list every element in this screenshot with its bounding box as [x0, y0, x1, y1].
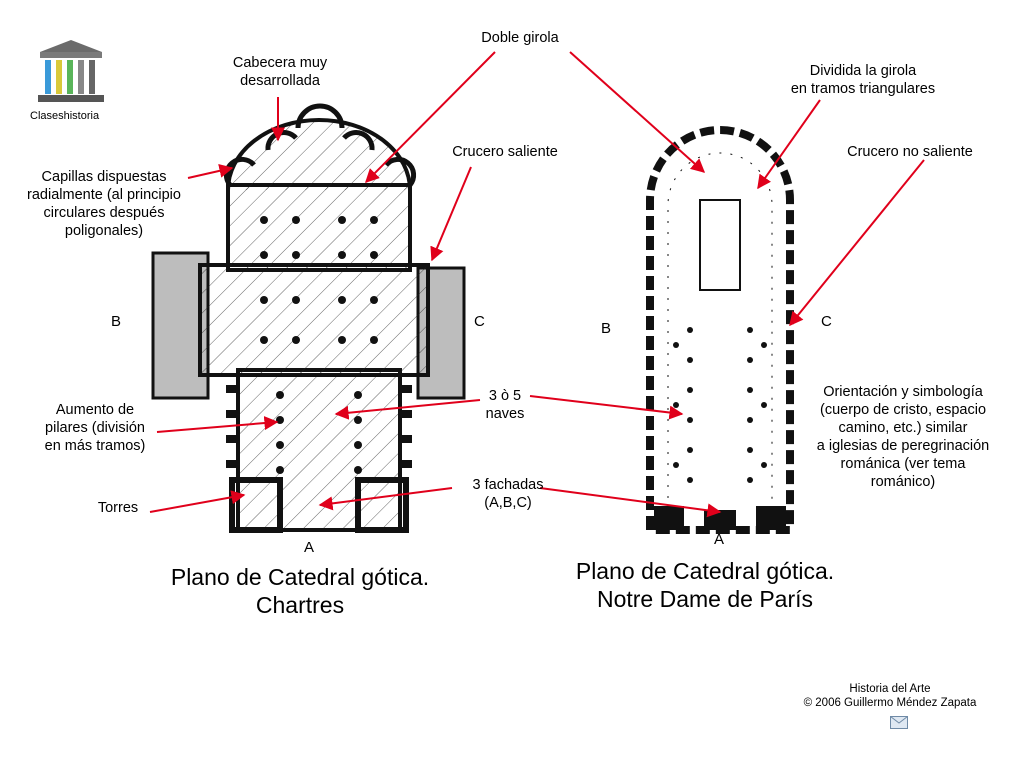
notre-dame-piers	[673, 327, 767, 483]
arrow-fachadas-chartres	[318, 487, 453, 511]
arrow-crucero-no-saliente	[789, 159, 925, 327]
arrow-fachadas-notre-dame	[539, 487, 722, 518]
notre-dame-outer-ambulatory	[667, 152, 773, 520]
arrow-torres	[149, 490, 246, 513]
arrow-dividida	[757, 99, 821, 190]
logo-text: Claseshistoria	[30, 110, 100, 122]
chartres-buttresses	[226, 385, 412, 468]
label-orientacion: Orientación y simbología(cuerpo de crist…	[816, 384, 990, 490]
greek-temple-icon	[38, 40, 104, 102]
chartres-letter-c: C	[474, 313, 485, 330]
label-torres: Torres	[97, 500, 139, 516]
envelope-icon[interactable]	[890, 716, 908, 729]
chartres-plan	[151, 103, 466, 533]
chartres-letter-a: A	[304, 539, 315, 556]
arrow-aumento	[156, 416, 279, 433]
label-fachadas: 3 fachadas(A,B,C)	[472, 477, 544, 511]
notre-dame-plan	[646, 126, 794, 534]
chartres-tower-right	[355, 477, 409, 533]
label-crucero-saliente: Crucero saliente	[452, 144, 558, 160]
arrow-naves-chartres	[334, 399, 481, 420]
title-notre-dame: Plano de Catedral gótica.Notre Dame de P…	[575, 558, 835, 612]
chartres-letter-b: B	[111, 313, 122, 330]
arrow-doble-girola-notre-dame	[569, 51, 706, 173]
footer-credit: Historia del Arte© 2006 Guillermo Méndez…	[803, 683, 977, 709]
notre-dame-facade	[654, 506, 786, 530]
title-chartres: Plano de Catedral gótica.Chartres	[170, 564, 430, 618]
chartres-apse	[226, 118, 412, 191]
notre-dame-outline	[646, 126, 794, 534]
notre-dame-letter-c: C	[821, 313, 832, 330]
notre-dame-letter-b: B	[601, 320, 612, 337]
chartres-radiating-chapels	[223, 103, 417, 187]
annotation-arrows	[149, 51, 925, 518]
notre-dame-letter-a: A	[714, 531, 725, 548]
label-crucero-no-saliente: Crucero no saliente	[847, 144, 973, 160]
arrow-crucero-saliente	[430, 166, 472, 262]
chartres-tower-left	[229, 477, 283, 533]
notre-dame-choir-enclosure	[699, 199, 741, 291]
chartres-nave	[236, 368, 402, 532]
arrow-doble-girola-chartres	[365, 51, 496, 183]
chartres-piers	[260, 216, 378, 474]
chartres-crossing	[198, 263, 430, 377]
label-doble-girola: Doble girola	[481, 30, 559, 46]
chartres-choir	[226, 183, 412, 272]
arrow-naves-notre-dame	[529, 395, 684, 420]
arrow-capillas	[187, 163, 234, 179]
